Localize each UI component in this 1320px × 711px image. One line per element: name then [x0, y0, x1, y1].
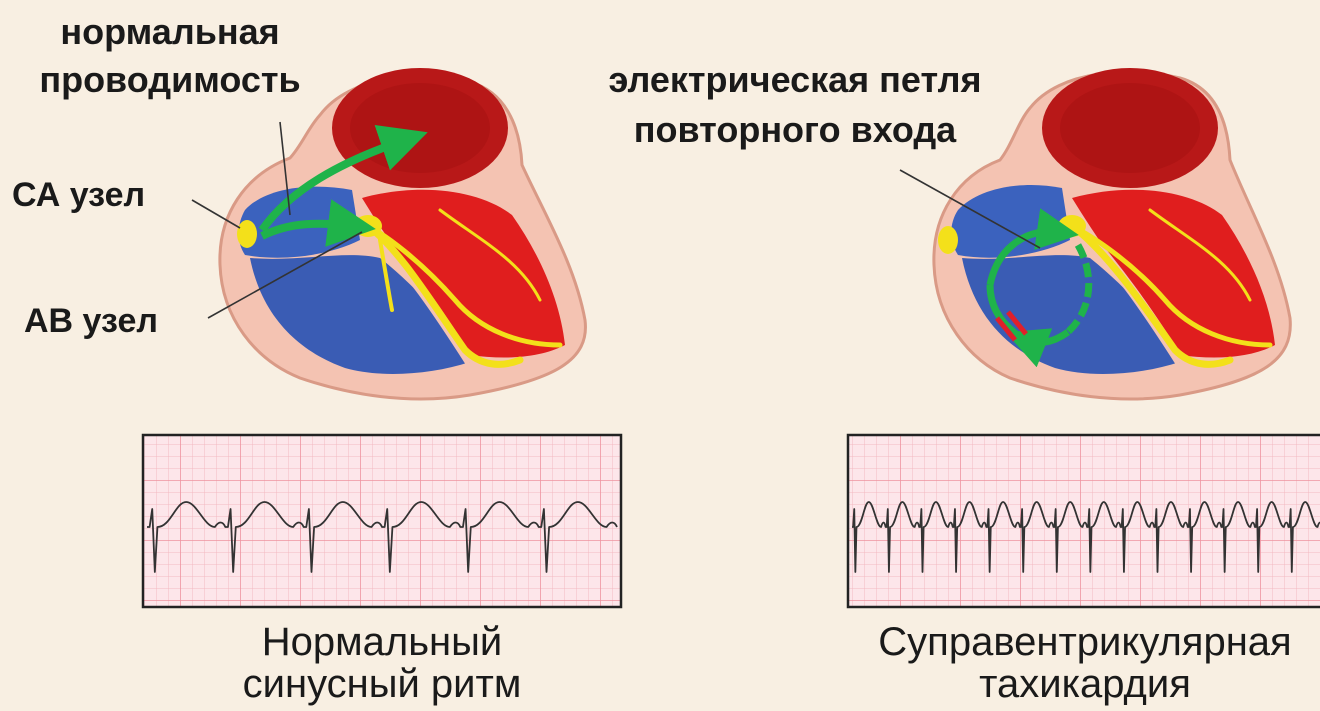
caption-normal-line2: синусный ритм — [243, 664, 522, 704]
sa-node — [237, 220, 257, 248]
label-normal-conduction-line2: проводимость — [39, 62, 300, 98]
ecg-strip-normal — [143, 435, 621, 607]
sa-node — [938, 226, 958, 254]
caption-svt-line2: тахикардия — [979, 664, 1191, 704]
caption-svt-line1: Суправентрикулярная — [878, 622, 1291, 662]
label-av-node: АВ узел — [24, 304, 158, 338]
label-normal-conduction-line1: нормальная — [60, 14, 279, 50]
label-reentry-loop-line2: повторного входа — [634, 112, 956, 148]
right-heart-illustration — [900, 68, 1290, 399]
label-sa-node: СА узел — [12, 178, 145, 212]
caption-normal-line1: Нормальный — [262, 622, 503, 662]
ecg-strip-svt — [848, 435, 1320, 607]
left-heart-illustration — [192, 68, 585, 399]
label-reentry-loop-line1: электрическая петля — [608, 62, 981, 98]
av-node — [1058, 215, 1086, 237]
